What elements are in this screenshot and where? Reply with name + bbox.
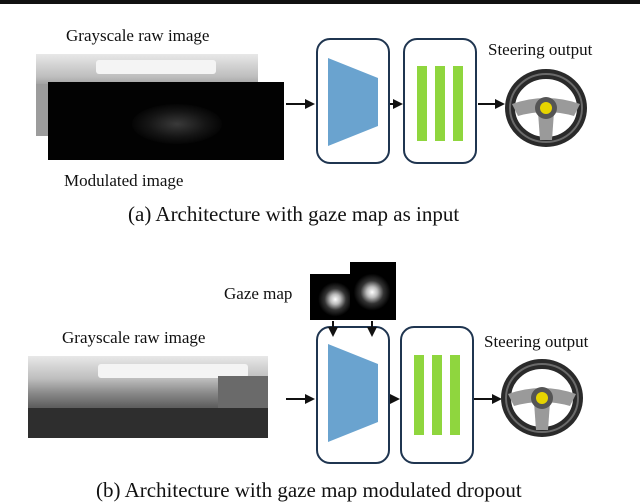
gaze-map-2 [350, 262, 396, 320]
grayscale-raw-image-label-b: Grayscale raw image [62, 328, 206, 347]
steering-output-label-b: Steering output [484, 332, 589, 351]
dense-bar-a2 [435, 66, 445, 141]
steering-output-label-a: Steering output [488, 40, 593, 59]
modulated-image [48, 82, 284, 160]
caption-a: (a) Architecture with gaze map as input [128, 202, 460, 226]
modulated-image-label: Modulated image [64, 171, 184, 190]
grayscale-raw-image-label-a: Grayscale raw image [66, 26, 210, 45]
encoder-trapezoid-a [328, 58, 378, 146]
grayscale-raw-image-b [28, 356, 268, 438]
dense-bar-b2 [432, 355, 442, 435]
dense-bar-a3 [453, 66, 463, 141]
encoder-trapezoid-b [328, 344, 378, 442]
steering-wheel-icon-b [501, 359, 583, 437]
dense-bar-b1 [414, 355, 424, 435]
dense-bar-b3 [450, 355, 460, 435]
gaze-map-label: Gaze map [224, 284, 293, 303]
steering-wheel-icon-a [505, 69, 587, 147]
dense-bar-a1 [417, 66, 427, 141]
caption-b: (b) Architecture with gaze map modulated… [96, 478, 522, 502]
top-rule [0, 0, 640, 4]
gaze-map-1 [310, 274, 356, 320]
